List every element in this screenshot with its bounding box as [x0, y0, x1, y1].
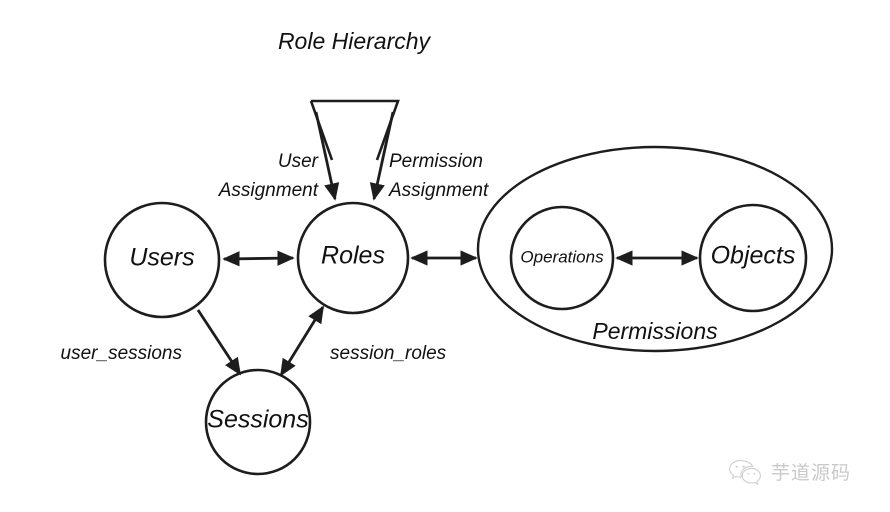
node-users	[103, 201, 221, 319]
user-sessions-label: user_sessions	[61, 343, 183, 364]
user-assignment-label-line2: Assignment	[218, 180, 319, 201]
role-hierarchy-arrow-left	[314, 111, 340, 201]
wechat-logo-icon	[729, 459, 761, 485]
role-hierarchy-trapezoid	[309, 99, 400, 161]
permission-assignment-label-line1: Permission	[389, 151, 483, 172]
watermark-text: 芋道源码	[771, 462, 852, 484]
permissions-group-label: Permissions	[592, 318, 718, 344]
node-objects-label: Objects	[711, 242, 796, 270]
role-hierarchy-title-line1: Role Hierarchy	[278, 28, 432, 54]
node-objects	[698, 203, 808, 313]
edge-sessions-roles	[279, 305, 325, 377]
edge-users-roles	[222, 250, 295, 267]
user-assignment-label-line1: User	[278, 151, 319, 172]
permission-assignment-label-line2: Assignment	[388, 180, 489, 201]
node-roles	[296, 201, 410, 315]
node-operations-label: Operations	[520, 247, 604, 266]
edge-users-sessions	[196, 309, 242, 376]
session-roles-label: session_roles	[330, 343, 447, 364]
node-operations	[509, 205, 615, 311]
node-sessions-label: Sessions	[207, 406, 308, 434]
node-users-label: Users	[129, 244, 194, 272]
node-sessions	[204, 368, 312, 476]
node-roles-label: Roles	[321, 242, 385, 270]
watermark: 芋道源码	[728, 458, 851, 485]
role-hierarchy-arrow-right	[369, 111, 395, 201]
